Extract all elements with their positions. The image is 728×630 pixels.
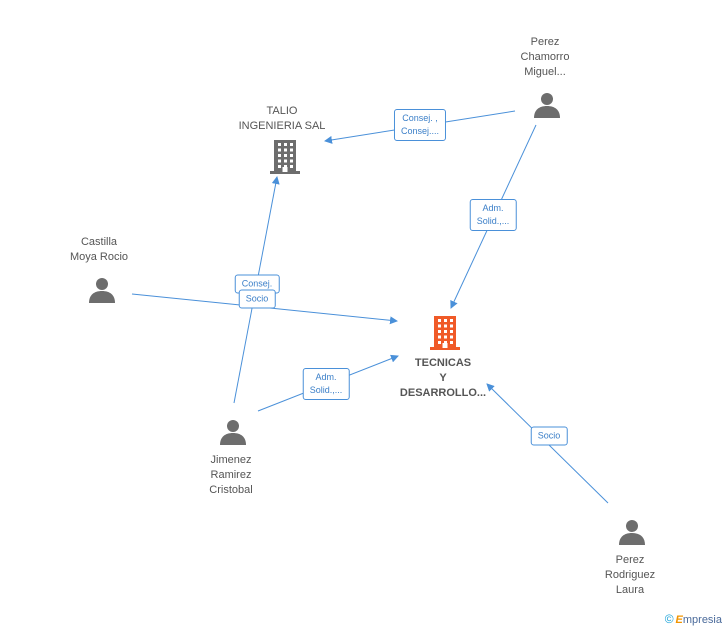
node-label-line: Chamorro [520, 51, 570, 63]
building-icon[interactable] [269, 139, 301, 180]
edge-label-line: Consej. [241, 278, 273, 289]
edge-label-line: Socio [245, 293, 269, 304]
node-label-line: Ramirez [210, 469, 252, 481]
node-label-line: Jimenez [210, 454, 252, 466]
edge-label-perez_rodriguez-to-tecnicas[interactable]: Socio [530, 426, 568, 446]
edge-label-line: Adm. [482, 203, 504, 213]
brand-name: mpresia [682, 614, 722, 626]
node-label-line: Miguel... [524, 66, 566, 78]
node-label-line: Rodriguez [604, 569, 656, 581]
building-icon[interactable] [429, 315, 461, 356]
copyright-icon: © [664, 612, 674, 626]
edge-label-line: Solid.,... [476, 216, 510, 226]
node-label-talio[interactable]: TALIO INGENIERIA SAL [239, 104, 326, 134]
person-icon[interactable] [533, 91, 561, 124]
node-label-line: Perez [530, 36, 560, 48]
edge-label-jimenez-to-tecnicas[interactable]: Adm. Solid.,... [302, 368, 350, 400]
brand-initial: E [675, 614, 683, 626]
edge-label-line: Consej.... [400, 126, 440, 136]
person-icon[interactable] [618, 518, 646, 551]
node-label-line: Perez [615, 554, 645, 566]
node-label-line: DESARROLLO... [399, 387, 487, 399]
node-label-line: Y [439, 372, 447, 384]
edge-label-perez_chamorro-to-tecnicas[interactable]: Adm. Solid.,... [469, 199, 517, 231]
edge-label-line: Socio [537, 430, 561, 441]
node-label-line: INGENIERIA SAL [238, 120, 326, 132]
edge-label-castilla-to-tecnicas[interactable]: Socio [238, 289, 276, 309]
node-label-line: TALIO [266, 105, 298, 117]
node-label-line: Castilla [80, 236, 118, 248]
person-icon[interactable] [88, 276, 116, 309]
node-label-line: TECNICAS [414, 357, 472, 369]
node-label-line: Moya Rocio [69, 251, 129, 263]
edge-label-perez_chamorro-to-talio[interactable]: Consej. , Consej.... [393, 109, 447, 141]
edge-label-line: Adm. [315, 372, 337, 382]
edge-label-line: Solid.,... [309, 385, 343, 395]
node-label-line: Laura [615, 584, 645, 596]
person-icon[interactable] [219, 418, 247, 451]
empresia-brand[interactable]: ©Empresia [665, 612, 722, 626]
node-label-tecnicas[interactable]: TECNICAS Y DESARROLLO... [400, 356, 486, 401]
node-label-line: Cristobal [209, 484, 253, 496]
edge-label-line: Consej. , [402, 113, 438, 123]
